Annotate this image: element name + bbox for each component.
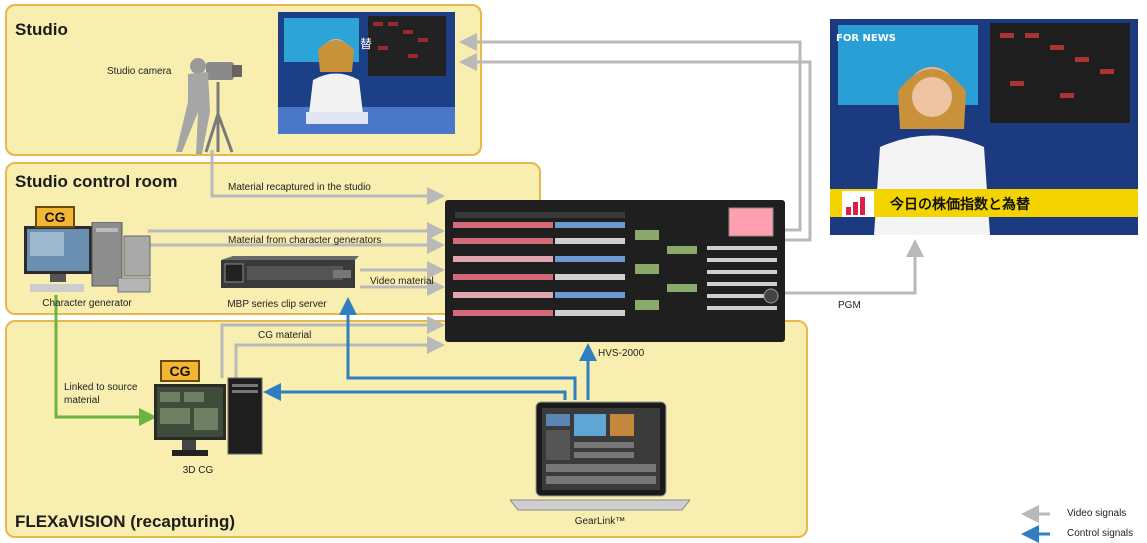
legend-control-label: Control signals: [1067, 528, 1134, 539]
gearlink-label: GearLink™: [574, 516, 626, 527]
gearlink-laptop-icon: [510, 401, 690, 511]
arrow-control-cg: [263, 383, 567, 401]
studio-camera-icon: [176, 58, 242, 154]
clip-server-label: MBP series clip server: [227, 299, 327, 310]
studio-monitor-image: 替: [278, 12, 455, 134]
control-room-title: Studio control room: [15, 172, 178, 191]
switcher-label: HVS-2000: [598, 348, 645, 359]
pgm-ticker: 今日の株価指数と為替: [889, 196, 1031, 213]
label-cg-material: CG material: [258, 330, 312, 341]
pgm-monitor-image: 今日の株価指数と為替 FOR NEWS: [830, 19, 1138, 235]
character-generator-label: Character generator: [42, 298, 132, 309]
arrow-cgmat-1: [220, 316, 445, 378]
cg-badge-character-generator: CG: [35, 206, 75, 228]
label-material-recaptured: Material recaptured in the studio: [228, 182, 371, 193]
clip-server-icon: [221, 256, 359, 288]
cg-badge-3d: CG: [160, 360, 200, 382]
arrow-pgm: [785, 239, 924, 295]
arrow-to-studio-1: [459, 33, 802, 232]
arrow-control-server: [339, 297, 577, 400]
character-generator-icon: [24, 222, 151, 293]
studio-title: Studio: [15, 20, 68, 39]
label-pgm: PGM: [838, 300, 861, 311]
cg3d-workstation-icon: [154, 377, 263, 456]
switcher-panel-icon: [445, 200, 785, 342]
flexavision-title: FLEXaVISION (recapturing): [15, 512, 236, 531]
arrow-recaptured: [210, 150, 445, 205]
label-linked-to-source: Linked to source material: [64, 382, 138, 406]
arrow-linked: [54, 295, 157, 426]
legend-video-label: Video signals: [1067, 508, 1127, 519]
arrow-cgmat-2: [234, 336, 445, 378]
cg3d-label: 3D CG: [182, 465, 214, 476]
pgm-logo: FOR NEWS: [836, 33, 896, 44]
label-material-from-cg: Material from character generators: [228, 235, 382, 246]
arrow-to-studio-2: [459, 53, 812, 242]
studio-screen-char: 替: [360, 37, 372, 51]
studio-camera-label: Studio camera: [107, 66, 172, 77]
label-video-material: Video material: [370, 276, 434, 287]
